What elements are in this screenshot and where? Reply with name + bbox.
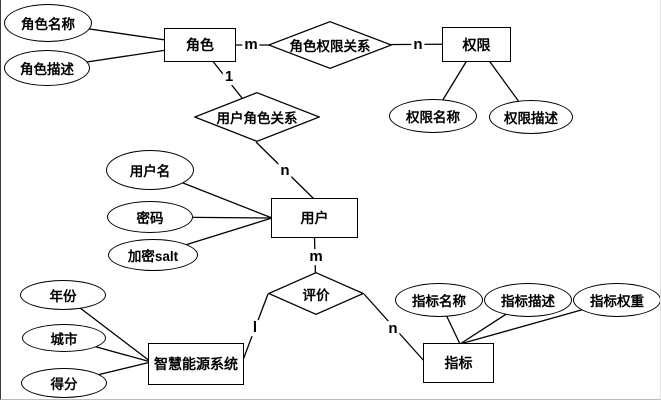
attribute-username: 用户名 bbox=[106, 150, 194, 190]
relationship-role-permission-label: 角色权限关系 bbox=[289, 39, 371, 54]
attribute-indicator-name: 指标名称 bbox=[395, 283, 483, 317]
relationship-user-role-label: 用户角色关系 bbox=[216, 111, 298, 126]
attribute-role-description-label: 角色描述 bbox=[20, 62, 74, 77]
attribute-encryption-salt-label: 加密salt bbox=[127, 249, 179, 264]
attribute-encryption-salt: 加密salt bbox=[108, 239, 198, 271]
attribute-role-name: 角色名称 bbox=[4, 4, 92, 42]
entity-smart-energy-system-label: 智慧能源系统 bbox=[154, 356, 238, 372]
entity-user-label: 用户 bbox=[300, 210, 329, 226]
attribute-username-label: 用户名 bbox=[129, 164, 171, 179]
attribute-permission-description: 权限描述 bbox=[489, 100, 573, 134]
attribute-role-name-label: 角色名称 bbox=[21, 17, 75, 32]
attribute-password-label: 密码 bbox=[136, 211, 164, 226]
attribute-score-label: 得分 bbox=[50, 377, 78, 392]
cardinality-evaluation-to-system: l bbox=[250, 319, 260, 337]
diamond-shape bbox=[194, 92, 320, 142]
cardinality-user-to-evaluation: m bbox=[307, 248, 325, 266]
entity-indicator-label: 指标 bbox=[444, 355, 473, 371]
diamond-shape bbox=[268, 272, 364, 315]
attribute-indicator-name-label: 指标名称 bbox=[412, 294, 466, 309]
attribute-year-label: 年份 bbox=[49, 289, 77, 304]
entity-indicator: 指标 bbox=[423, 343, 494, 383]
cardinality-role-permission-to-permission: n bbox=[411, 36, 425, 54]
attribute-indicator-description: 指标描述 bbox=[484, 283, 572, 317]
entity-smart-energy-system: 智慧能源系统 bbox=[148, 343, 244, 385]
attribute-indicator-description-label: 指标描述 bbox=[501, 294, 555, 309]
relationship-role-permission: 角色权限关系 bbox=[268, 21, 392, 69]
attribute-indicator-weight: 指标权重 bbox=[573, 283, 660, 317]
relationship-evaluation-label: 评价 bbox=[302, 287, 330, 303]
attribute-indicator-weight-label: 指标权重 bbox=[590, 294, 644, 309]
relationship-user-role: 用户角色关系 bbox=[194, 92, 320, 142]
diamond-shape bbox=[268, 21, 392, 69]
attribute-year: 年份 bbox=[20, 280, 106, 310]
relationship-evaluation: 评价 bbox=[268, 272, 364, 315]
entity-permission: 权限 bbox=[442, 27, 511, 62]
attribute-role-description: 角色描述 bbox=[4, 50, 90, 86]
attribute-city-label: 城市 bbox=[50, 332, 78, 347]
cardinality-role-to-user-role: 1 bbox=[222, 68, 236, 86]
attribute-permission-name: 权限名称 bbox=[389, 99, 477, 133]
cardinality-role-to-role-permission: m bbox=[242, 36, 260, 54]
entity-role: 角色 bbox=[164, 28, 236, 62]
entity-permission-label: 权限 bbox=[462, 36, 491, 53]
attribute-city: 城市 bbox=[22, 324, 106, 352]
entity-role-label: 角色 bbox=[186, 37, 214, 53]
entity-user: 用户 bbox=[271, 198, 358, 238]
attribute-permission-description-label: 权限描述 bbox=[504, 111, 558, 126]
attribute-password: 密码 bbox=[107, 201, 193, 233]
cardinality-evaluation-to-indicator: n bbox=[386, 320, 400, 338]
cardinality-user-role-to-user: n bbox=[278, 162, 292, 180]
attribute-permission-name-label: 权限名称 bbox=[406, 110, 460, 125]
attribute-score: 得分 bbox=[21, 368, 107, 398]
